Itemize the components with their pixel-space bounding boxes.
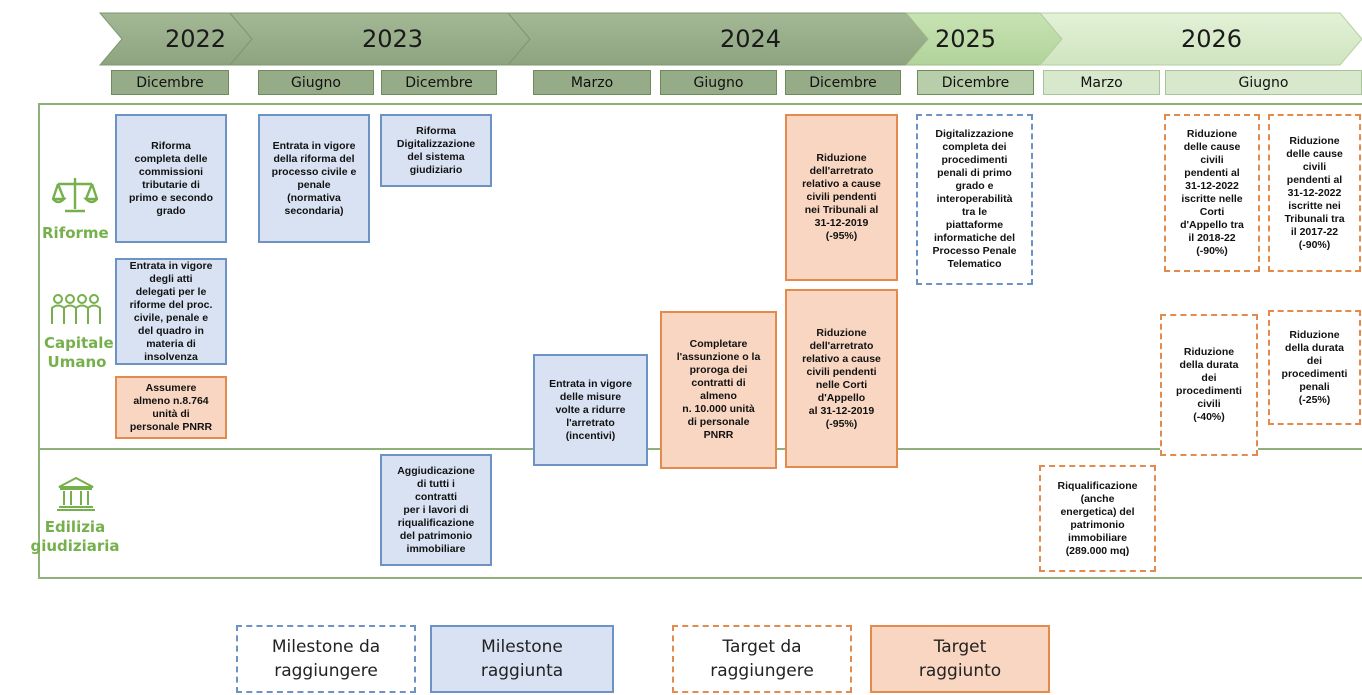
category-capitale-umano: Capitale Umano <box>44 334 114 371</box>
milestone-digitalizzazione-sistema-giudiziario: Riforma Digitalizzazione del sistema giu… <box>380 114 492 187</box>
scales-icon <box>52 178 98 213</box>
month-2026-giugno: Giugno <box>1165 70 1362 95</box>
chevron-2026 <box>1038 12 1362 66</box>
frame-top-line <box>38 103 1362 105</box>
milestone-aggiudicazione-contratti: Aggiudicazione di tutti i contratti per … <box>380 454 492 566</box>
year-2024: 2024 <box>720 25 782 53</box>
year-timeline <box>98 12 1362 66</box>
target-arretrato-corti-appello: Riduzione dell'arretrato relativo a caus… <box>785 289 898 468</box>
chevron-2024 <box>506 12 929 66</box>
milestone-riforma-commissioni-tributarie: Riforma completa delle commissioni tribu… <box>115 114 227 243</box>
legend-milestone-da-raggiungere: Milestone da raggiungere <box>236 625 416 693</box>
people-icon <box>51 294 101 324</box>
target-arretrato-tribunali: Riduzione dell'arretrato relativo a caus… <box>785 114 898 281</box>
legend-target-da-raggiungere: Target da raggiungere <box>672 625 852 693</box>
month-2024-giugno: Giugno <box>660 70 777 95</box>
year-2022: 2022 <box>165 25 227 53</box>
year-2025: 2025 <box>935 25 997 53</box>
month-2023-giugno: Giugno <box>258 70 374 95</box>
legend-milestone-raggiunta: Milestone raggiunta <box>430 625 614 693</box>
month-2024-dicembre: Dicembre <box>785 70 901 95</box>
year-2026: 2026 <box>1181 25 1243 53</box>
year-2023: 2023 <box>362 25 424 53</box>
target-riqualificazione-patrimonio: Riqualificazione (anche energetica) del … <box>1039 465 1156 572</box>
target-assunzione-10000: Completare l'assunzione o la proroga dei… <box>660 311 777 469</box>
courthouse-icon <box>57 476 95 511</box>
month-2024-marzo: Marzo <box>533 70 651 95</box>
category-riforme: Riforme <box>42 224 109 242</box>
category-edilizia-giudiziaria: Edilizia giudiziaria <box>30 518 120 555</box>
milestone-misure-arretrato: Entrata in vigore delle misure volte a r… <box>533 354 648 466</box>
month-2023-dicembre: Dicembre <box>381 70 497 95</box>
legend-target-raggiunto: Target raggiunto <box>870 625 1050 693</box>
frame-bottom-line <box>38 577 1362 579</box>
target-cause-tribunali-2026: Riduzione delle cause civili pendenti al… <box>1268 114 1361 272</box>
milestone-digitalizzazione-processo-penale: Digitalizzazione completa dei procedimen… <box>916 114 1033 285</box>
milestone-atti-delegati: Entrata in vigore degli atti delegati pe… <box>115 258 227 365</box>
target-durata-civili: Riduzione della durata dei procedimenti … <box>1160 314 1258 456</box>
month-2025-dicembre: Dicembre <box>917 70 1034 95</box>
month-2026-marzo: Marzo <box>1043 70 1160 95</box>
frame-left-line <box>38 103 40 579</box>
target-assunzione-8764: Assumere almeno n.8.764 unità di persona… <box>115 376 227 439</box>
target-durata-penali: Riduzione della durata dei procedimenti … <box>1268 310 1361 425</box>
milestone-riforma-processo-civile-penale: Entrata in vigore della riforma del proc… <box>258 114 370 243</box>
target-cause-corti-appello-2026: Riduzione delle cause civili pendenti al… <box>1164 114 1260 272</box>
month-2022-dicembre: Dicembre <box>111 70 229 95</box>
